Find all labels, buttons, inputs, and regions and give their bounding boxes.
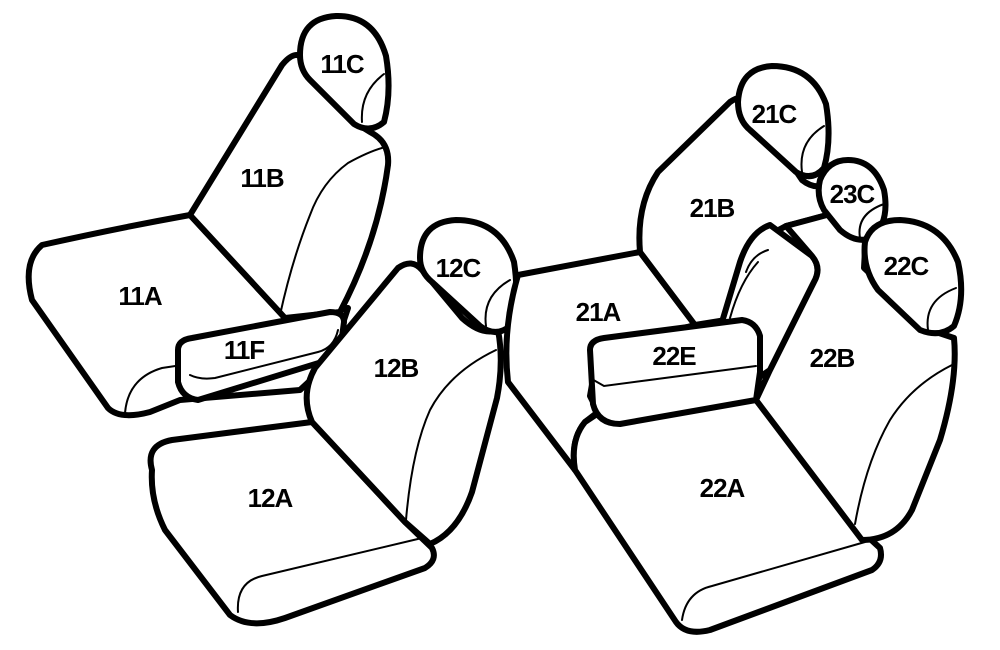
label-23c: 23C [830,179,876,209]
label-12a: 12A [248,483,294,513]
part-22c-side [926,287,957,331]
label-11b: 11B [240,163,283,193]
label-12c: 12C [436,253,482,283]
part-11c-headrest[interactable] [297,12,392,132]
part-12a-welt [236,537,423,613]
part-22b-backrest[interactable] [753,209,958,543]
part-12c-side [484,279,511,327]
part-11f-top-seam [189,329,339,380]
label-21b: 21B [690,193,735,223]
part-21c-side [800,125,825,173]
part-21c-headrest[interactable] [735,63,832,180]
label-11a: 11A [118,281,162,311]
part-22e-armrest[interactable] [587,317,763,427]
label-11c: 11C [320,49,364,79]
part-labels: 11C 11B 11A 11F 12C 12B 12A 21C 21B 23C … [118,49,930,513]
part-22b-side-bolster [854,364,953,525]
part-11a-welt [124,364,183,414]
rear-center-panel-seam [729,249,769,319]
part-22a-welt [681,541,866,621]
part-11c-side [360,73,385,123]
label-12b: 12B [374,353,419,383]
label-11f: 11F [224,335,264,365]
part-11b-side-bolster [279,147,383,316]
part-12b-side-bolster [405,349,497,521]
rear-bench [503,63,965,635]
part-11f-armrest[interactable] [175,309,347,403]
part-22c-headrest[interactable] [861,217,965,337]
seat-11 [25,12,392,419]
label-22e: 22E [652,341,696,371]
label-22c: 22C [884,251,930,281]
part-11b-backrest[interactable] [187,52,392,321]
part-22e-top-seam [589,365,757,388]
label-22a: 22A [700,473,746,503]
part-22a-cushion[interactable] [570,397,884,635]
label-21c: 21C [752,99,798,129]
part-12a-cushion[interactable] [147,419,437,627]
label-21a: 21A [576,297,622,327]
part-23c-side [858,203,885,239]
label-22b: 22B [810,343,855,373]
